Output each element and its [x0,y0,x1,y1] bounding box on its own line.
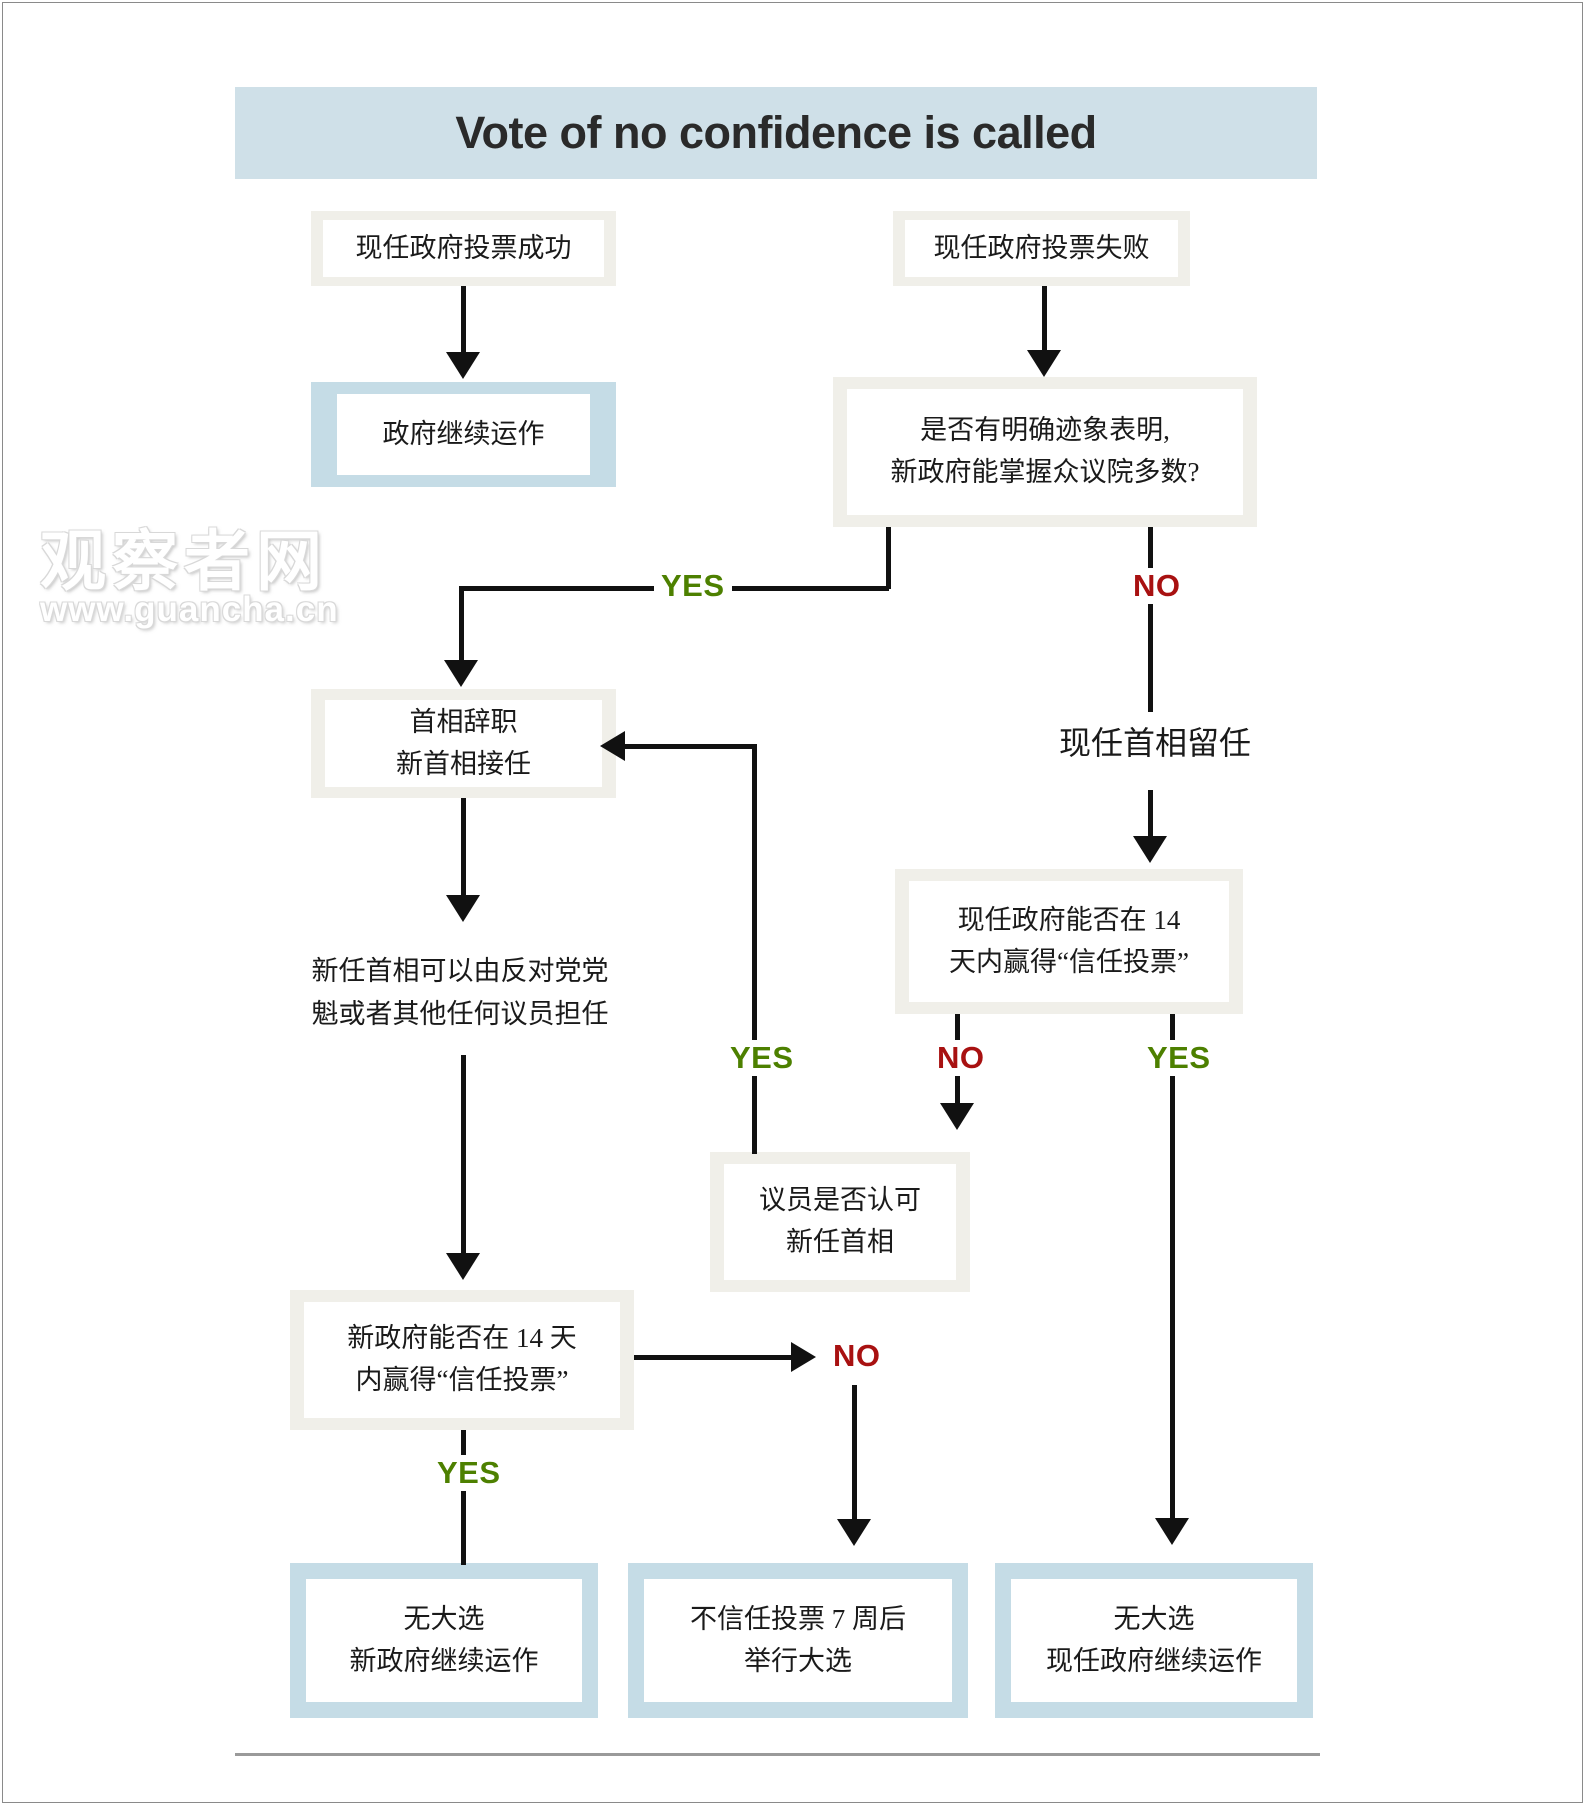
connector-vote-fail-to-majority-question [1042,286,1047,356]
node-vote-fail-inner: 现任政府投票失败 [905,220,1178,277]
arrow-note-to-new-gov-vote [446,1253,480,1280]
connector-note-to-new-gov-vote [461,1055,466,1260]
annotation-incumbent-stays: 现任首相留任 [1058,725,1251,761]
bottom-divider [235,1753,1320,1756]
arrow-to-incumbent-confidence-vote [1133,836,1167,863]
edge-label-yes-incumbent-vote: YES [1140,1040,1218,1076]
connector-incumbent-stays-down [1148,790,1153,842]
node-vote-success-label: 现任政府投票成功 [355,232,572,263]
node-vote-success-inner: 现任政府投票成功 [323,220,604,277]
edge-label-yes-majority: YES [654,568,732,604]
node-vote-fail-label: 现任政府投票失败 [933,232,1150,263]
node-new-gov-confidence-vote[interactable]: 新政府能否在 14 天 内赢得“信任投票” [290,1290,634,1430]
edge-label-no-incumbent-vote: NO [930,1040,992,1076]
node-incumbent-confidence-vote[interactable]: 现任政府能否在 14 天内赢得“信任投票” [895,869,1243,1014]
watermark-name: 观察者网 [40,526,328,599]
watermark-url: www.guancha.cn [40,590,339,629]
node-majority-question-inner: 是否有明确迹象表明, 新政府能掌握众议院多数? [847,389,1243,515]
arrow-incumbent-no-to-mps-approve [940,1103,974,1130]
node-incumbent-confidence-vote-inner: 现任政府能否在 14 天内赢得“信任投票” [909,881,1229,1002]
connector-majority-yes-stub [886,527,891,589]
connector-pm-resigns-down [461,798,466,900]
node-vote-success[interactable]: 现任政府投票成功 [311,211,616,286]
arrow-vote-fail-to-majority-question [1027,350,1061,377]
node-result-election-7-weeks-inner: 不信任投票 7 周后 举行大选 [644,1579,952,1702]
node-pm-resigns[interactable]: 首相辞职 新首相接任 [311,689,616,798]
node-gov-continues-label: 政府继续运作 [382,418,545,449]
node-mps-approve[interactable]: 议员是否认可 新任首相 [710,1152,970,1292]
edge-label-yes-mps-approve: YES [723,1040,801,1076]
node-result-election-7-weeks-label: 不信任投票 7 周后 举行大选 [690,1603,906,1676]
connector-majority-yes-down [459,586,464,668]
node-majority-question[interactable]: 是否有明确迹象表明, 新政府能掌握众议院多数? [833,377,1257,527]
node-vote-fail[interactable]: 现任政府投票失败 [893,211,1190,286]
node-gov-continues[interactable]: 政府继续运作 [311,382,616,487]
node-new-gov-confidence-vote-label: 新政府能否在 14 天 内赢得“信任投票” [347,1323,577,1395]
edge-label-no-majority: NO [1126,568,1188,604]
node-result-no-election-new-gov-inner: 无大选 新政府继续运作 [306,1579,582,1702]
node-result-no-election-current-gov[interactable]: 无大选 现任政府继续运作 [995,1563,1313,1718]
arrow-vote-success-to-gov-continues [446,352,480,379]
node-mps-approve-inner: 议员是否认可 新任首相 [724,1164,956,1280]
arrow-pm-resigns-to-note [446,895,480,922]
arrow-incumbent-yes-to-result [1155,1518,1189,1545]
connector-new-gov-yes-down [461,1430,466,1565]
node-result-no-election-new-gov-label: 无大选 新政府继续运作 [349,1603,539,1676]
connector-mps-yes-horizontal [625,744,755,749]
connector-vote-success-to-gov-continues [461,286,466,358]
node-result-no-election-current-gov-label: 无大选 现任政府继续运作 [1046,1603,1262,1676]
chart-title-banner: Vote of no confidence is called [235,87,1317,179]
node-result-no-election-new-gov[interactable]: 无大选 新政府继续运作 [290,1563,598,1718]
connector-new-gov-no-horizontal [634,1355,794,1360]
node-incumbent-confidence-vote-label: 现任政府能否在 14 天内赢得“信任投票” [949,904,1189,977]
watermark: 观察者网 www.guancha.cn [40,530,440,630]
node-mps-approve-label: 议员是否认可 新任首相 [759,1185,921,1257]
connector-majority-no-vertical [1148,527,1153,712]
connector-incumbent-yes-down [1170,1014,1175,1524]
node-pm-resigns-inner: 首相辞职 新首相接任 [325,700,602,787]
node-pm-resigns-label: 首相辞职 新首相接任 [396,706,531,779]
edge-label-no-new-gov-vote: NO [826,1338,888,1374]
node-gov-continues-inner: 政府继续运作 [337,394,590,475]
arrow-mps-yes-to-pm-resigns [600,731,625,761]
connector-new-gov-no-down [852,1385,857,1525]
connector-mps-yes-up [752,744,757,1154]
node-majority-question-label: 是否有明确迹象表明, 新政府能掌握众议院多数? [890,415,1200,487]
arrow-new-gov-no-to-election [837,1519,871,1546]
node-result-no-election-current-gov-inner: 无大选 现任政府继续运作 [1011,1579,1297,1702]
arrow-majority-yes-to-pm-resigns [444,660,478,687]
page-title: Vote of no confidence is called [455,107,1097,158]
edge-label-yes-new-gov-vote: YES [430,1455,508,1491]
node-result-election-7-weeks[interactable]: 不信任投票 7 周后 举行大选 [628,1563,968,1718]
annotation-new-pm-note: 新任首相可以由反对党党 魁或者其他任何议员担任 [311,956,609,1030]
arrow-new-gov-no-right [791,1342,816,1372]
node-new-gov-confidence-vote-inner: 新政府能否在 14 天 内赢得“信任投票” [304,1302,620,1418]
